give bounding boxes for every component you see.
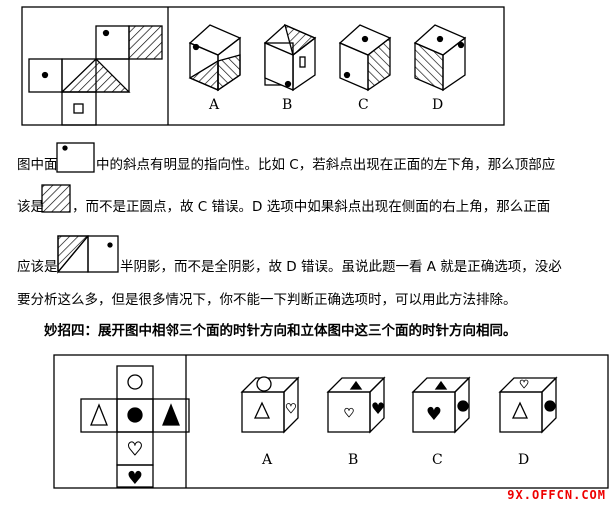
inline-face-dot-icon [56,142,95,173]
svg-text:♥: ♥ [519,378,529,391]
option2-label-d: D [518,452,530,468]
svg-text:♥: ♥ [426,404,442,425]
text-l3b: 半阴影，而不是全阴影，故 D 错误。虽说此题一看 A 就是正确选项，没必 [120,259,562,275]
option-label-b: B [282,97,293,113]
option2-label-c: C [432,452,443,468]
figure1-frame [21,6,505,126]
cube-net-1 [28,25,163,126]
figure2-frame [53,354,609,489]
option-label-d: D [432,97,444,113]
inline-hatched-face-icon [41,184,71,213]
section-heading: 妙招四：展开图中相邻三个面的时针方向和立体图中这三个面的时针方向相同。 [44,323,517,339]
cube-option-d [413,24,467,92]
cube-option-a [188,24,242,92]
cube2-option-d: ♥ [498,376,558,434]
cube-option-c [338,24,392,92]
text-l3a: 应该是 [17,259,58,275]
option-label-c: C [358,97,369,113]
text-l2b: ，而不是正圆点，故 C 错误。D 选项中如果斜点出现在侧面的右上角，那么正面 [72,199,551,215]
svg-text:♥: ♥ [344,406,355,420]
option2-label-a: A [262,452,273,468]
cube2-option-a: ♥ [240,376,300,434]
cube-option-b [263,23,317,92]
option-label-a: A [209,97,220,113]
text-l1a: 图中面 [17,157,58,173]
svg-text:♥: ♥ [371,399,385,418]
cube-net-2: ♥ ♥ [80,365,190,489]
watermark: 9X.OFFCN.COM [507,488,606,502]
cube2-option-c: ♥ [411,376,471,434]
svg-text:♥: ♥ [127,468,143,489]
text-l4: 要分析这么多，但是很多情况下，你不能一下判断正确选项时，可以用此方法排除。 [17,292,517,308]
svg-text:♥: ♥ [285,402,297,417]
text-l2a: 该是 [17,199,44,215]
option2-label-b: B [348,452,359,468]
cube2-option-b: ♥♥ [326,376,386,434]
text-l1b: 中的斜点有明显的指向性。比如 C，若斜点出现在正面的左下角，那么顶部应 [96,157,556,173]
inline-half-hatched-faces-icon [57,235,119,274]
svg-text:♥: ♥ [127,439,143,460]
